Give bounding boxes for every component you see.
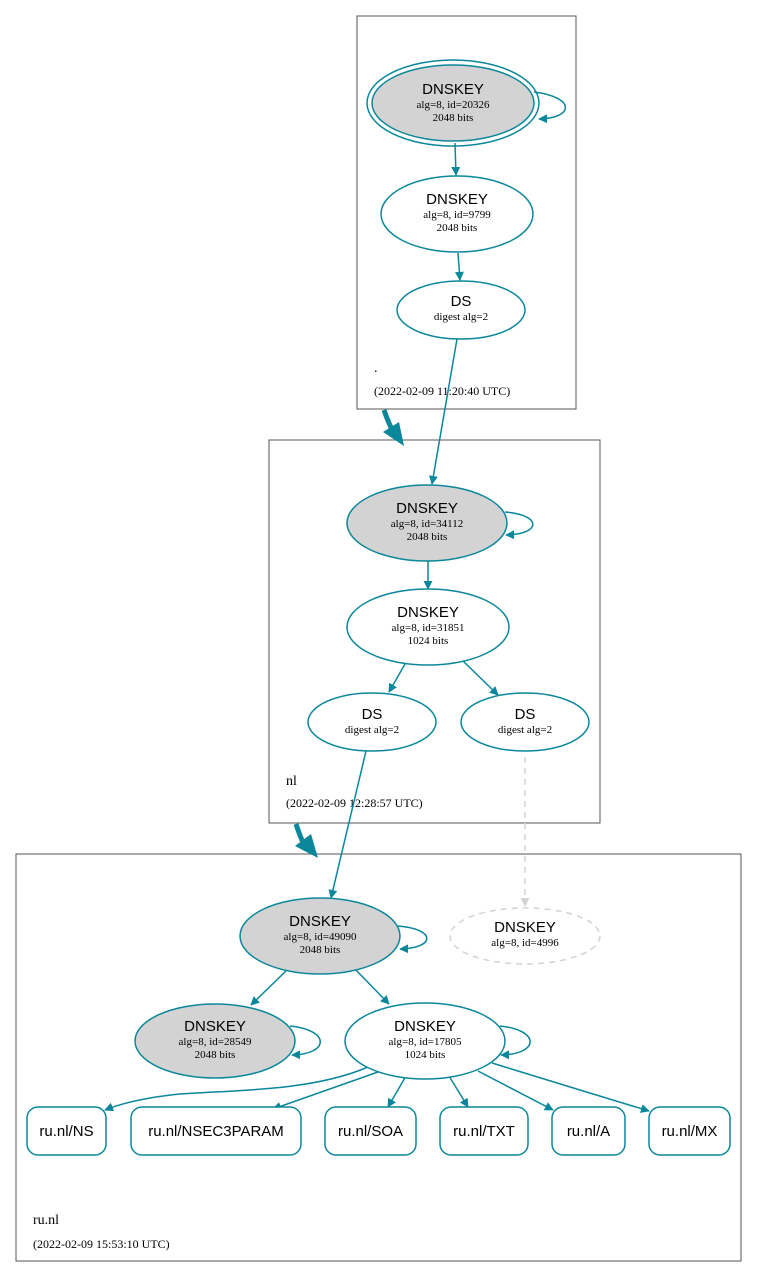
node-nl-ds1[interactable]: DS digest alg=2: [307, 692, 437, 752]
node-root-ds-type: DS: [451, 293, 472, 310]
node-runl-key2[interactable]: DNSKEY alg=8, id=28549 2048 bits: [134, 1003, 296, 1079]
edge-runl-ksk-zsk: [355, 969, 390, 1005]
node-root-zsk-line1: alg=8, id=9799: [423, 209, 491, 221]
rrset-ns[interactable]: ru.nl/NS: [26, 1106, 107, 1156]
rrset-nsec3param[interactable]: ru.nl/NSEC3PARAM: [130, 1106, 302, 1156]
node-root-ds-line1: digest alg=2: [434, 311, 488, 323]
zone-root-name: .: [374, 361, 378, 376]
delegation-arrow-nl-runl: [293, 823, 318, 858]
node-nl-ds1-line1: digest alg=2: [345, 724, 399, 736]
node-runl-key2-line2: 2048 bits: [195, 1049, 236, 1061]
rrset-txt-label: ru.nl/TXT: [453, 1123, 515, 1140]
node-runl-zsk-type: DNSKEY: [394, 1018, 456, 1035]
node-root-zsk[interactable]: DNSKEY alg=8, id=9799 2048 bits: [380, 175, 534, 253]
node-runl-ksk-type: DNSKEY: [289, 913, 351, 930]
node-root-ksk-type: DNSKEY: [422, 81, 484, 98]
node-runl-missing-key[interactable]: DNSKEY alg=8, id=4996: [449, 907, 601, 965]
rrset-mx-label: ru.nl/MX: [662, 1123, 718, 1140]
zone-runl-timestamp: (2022-02-09 15:53:10 UTC): [33, 1237, 170, 1251]
node-runl-ksk-line1: alg=8, id=49090: [284, 931, 357, 943]
edge-zsk-ns: [104, 1066, 369, 1112]
rrset-soa[interactable]: ru.nl/SOA: [324, 1106, 417, 1156]
edge-zsk-nsec3param: [272, 1071, 379, 1111]
node-nl-zsk-type: DNSKEY: [397, 604, 459, 621]
node-nl-ds2-type: DS: [515, 706, 536, 723]
edge-runl-key2-self: [289, 1025, 321, 1060]
edge-nl-zsk-ds1: [388, 663, 406, 693]
zone-root: . (2022-02-09 11:20:40 UTC): [356, 15, 577, 410]
rrset-a-label: ru.nl/A: [567, 1123, 610, 1140]
rrset-nsec3param-label: ru.nl/NSEC3PARAM: [148, 1123, 284, 1140]
edge-root-ksk-zsk: [451, 142, 461, 176]
node-nl-ksk[interactable]: DNSKEY alg=8, id=34112 2048 bits: [346, 484, 508, 562]
node-runl-missing-type: DNSKEY: [494, 919, 556, 936]
node-root-zsk-type: DNSKEY: [426, 191, 488, 208]
rrset-soa-label: ru.nl/SOA: [338, 1123, 403, 1140]
edge-root-ksk-self: [533, 91, 567, 124]
node-nl-ksk-line2: 2048 bits: [407, 531, 448, 543]
node-runl-ksk[interactable]: DNSKEY alg=8, id=49090 2048 bits: [239, 897, 401, 975]
rrset-a[interactable]: ru.nl/A: [551, 1106, 626, 1156]
node-nl-ds1-type: DS: [362, 706, 383, 723]
node-runl-zsk-line2: 1024 bits: [405, 1049, 446, 1061]
edge-zsk-txt: [448, 1075, 469, 1108]
zone-runl: ru.nl (2022-02-09 15:53:10 UTC): [15, 853, 742, 1262]
delegation-arrow-root-nl: [381, 409, 404, 446]
zone-runl-name: ru.nl: [33, 1213, 59, 1228]
node-runl-missing-line1: alg=8, id=4996: [491, 937, 559, 949]
node-nl-zsk[interactable]: DNSKEY alg=8, id=31851 1024 bits: [346, 588, 510, 666]
node-nl-ds2[interactable]: DS digest alg=2: [460, 692, 590, 752]
node-runl-key2-type: DNSKEY: [184, 1018, 246, 1035]
node-root-zsk-line2: 2048 bits: [437, 222, 478, 234]
edge-root-ds-nl-ksk: [428, 338, 458, 485]
node-root-ksk-line2: 2048 bits: [433, 112, 474, 124]
node-nl-zsk-line1: alg=8, id=31851: [392, 622, 465, 634]
edge-runl-zsk-self: [499, 1025, 531, 1060]
node-root-ksk-line1: alg=8, id=20326: [417, 99, 490, 111]
node-nl-ksk-line1: alg=8, id=34112: [391, 518, 464, 530]
node-nl-ksk-type: DNSKEY: [396, 500, 458, 517]
node-root-ds[interactable]: DS digest alg=2: [396, 280, 526, 340]
node-runl-key2-line1: alg=8, id=28549: [179, 1036, 252, 1048]
zone-nl-name: nl: [286, 774, 297, 789]
edge-zsk-mx: [491, 1062, 650, 1113]
edge-root-zsk-ds: [454, 252, 464, 281]
edge-runl-ksk-key2: [250, 969, 288, 1006]
rrset-txt[interactable]: ru.nl/TXT: [439, 1106, 529, 1156]
node-nl-zsk-line2: 1024 bits: [408, 635, 449, 647]
node-runl-ksk-line2: 2048 bits: [300, 944, 341, 956]
node-nl-ds2-line1: digest alg=2: [498, 724, 552, 736]
rrset-ns-label: ru.nl/NS: [39, 1123, 93, 1140]
node-root-ksk[interactable]: DNSKEY alg=8, id=20326 2048 bits: [366, 59, 540, 147]
node-runl-zsk[interactable]: DNSKEY alg=8, id=17805 1024 bits: [344, 1002, 506, 1080]
edge-nl-ds1-runl-ksk: [328, 750, 367, 899]
edge-zsk-soa: [387, 1075, 407, 1108]
edge-runl-ksk-self: [397, 925, 428, 954]
edge-nl-zsk-ds2: [462, 660, 499, 696]
zone-root-timestamp: (2022-02-09 11:20:40 UTC): [374, 384, 510, 398]
edge-nl-ksk-self: [504, 511, 534, 540]
node-runl-zsk-line1: alg=8, id=17805: [389, 1036, 462, 1048]
edge-zsk-a: [477, 1070, 554, 1111]
rrset-mx[interactable]: ru.nl/MX: [648, 1106, 731, 1156]
